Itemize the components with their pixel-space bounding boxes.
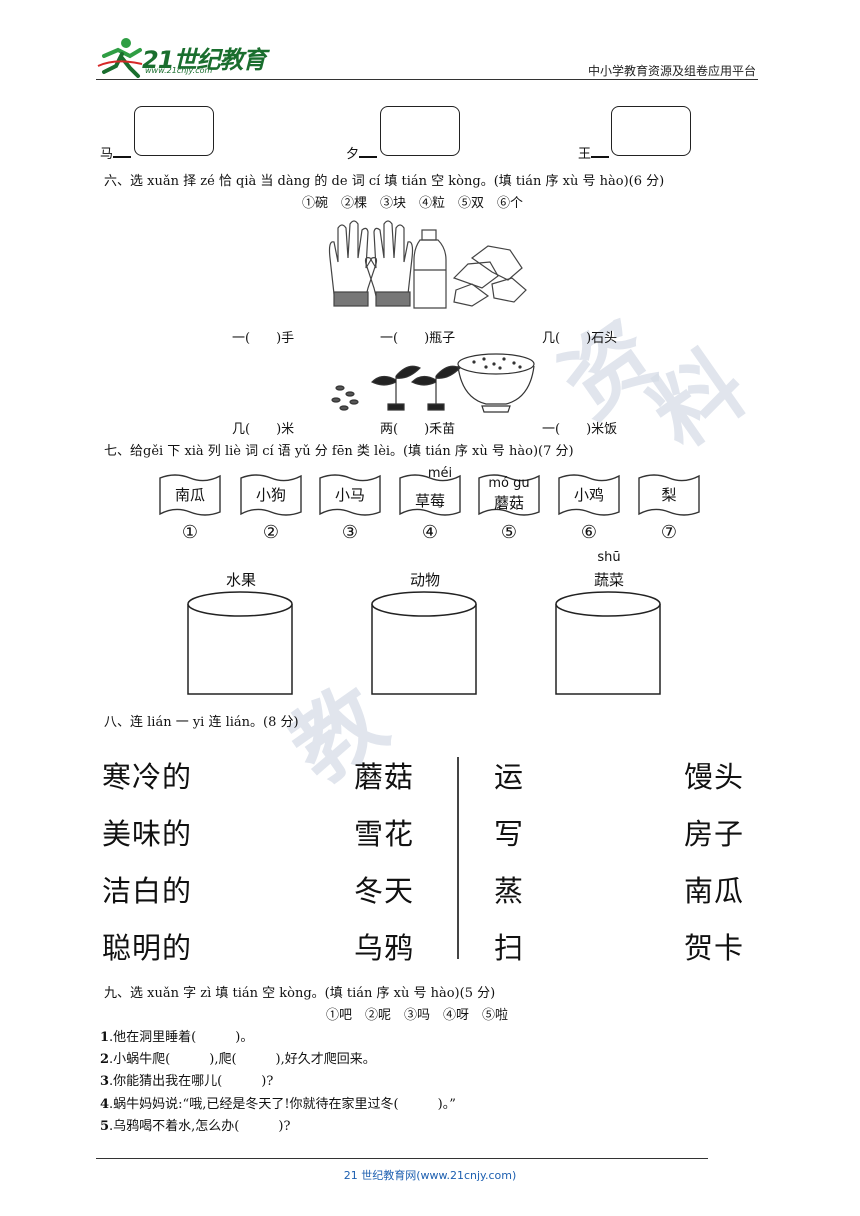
footer-divider	[96, 1158, 708, 1159]
match-right-target[interactable]: 南瓜	[684, 874, 745, 908]
measure-word-blank[interactable]: 几( )石头	[542, 331, 618, 346]
match-right-verb[interactable]: 写	[494, 817, 525, 851]
vegetable-bucket[interactable]	[554, 590, 664, 696]
question-9-options: ①吧 ②呢 ③吗 ④呀 ⑤啦	[326, 1008, 509, 1023]
bucket-title-animal: 动物	[409, 571, 440, 589]
flag-number: ③	[341, 522, 359, 543]
hands-bottle-stones-picture	[328, 220, 527, 309]
char-blank-item: 王	[578, 143, 610, 162]
match-right-target[interactable]: 贺卡	[684, 931, 745, 965]
word-flag: 南瓜	[157, 472, 223, 518]
match-left-word[interactable]: 寒冷的	[102, 760, 193, 794]
fruit-bucket[interactable]	[186, 590, 296, 696]
bucket-title-fruit: 水果	[225, 571, 256, 589]
measure-word-blank[interactable]: 一( )米饭	[542, 422, 618, 437]
question-7-title: 七、给gěi 下 xià 列 liè 词 cí 语 yǔ 分 fēn 类 lèi…	[104, 444, 574, 459]
match-left-target[interactable]: 冬天	[354, 874, 415, 908]
flag-number: ⑦	[660, 522, 678, 543]
question-6-title: 六、选 xuǎn 择 zé 恰 qià 当 dàng 的 de 词 cí 填 t…	[104, 174, 665, 189]
animal-bucket[interactable]	[370, 590, 480, 696]
sentence[interactable]: 4.蜗牛妈妈说:“哦,已经是冬天了!你就待在家里过冬( )。”	[100, 1097, 456, 1112]
word-flag: 小狗	[238, 472, 304, 518]
match-left-target[interactable]: 蘑菇	[354, 760, 415, 794]
watermark-char: 料	[632, 331, 764, 467]
word-flag: méi 草莓	[397, 466, 463, 518]
bucket-pinyin: shū	[597, 550, 621, 565]
match-left-target[interactable]: 乌鸦	[354, 931, 415, 965]
measure-word-blank[interactable]: 两( )禾苗	[380, 422, 456, 437]
sentence[interactable]: 2.小蜗牛爬( ),爬( ),好久才爬回来。	[100, 1052, 376, 1067]
match-left-word[interactable]: 聪明的	[102, 931, 193, 965]
answer-box[interactable]	[611, 106, 691, 156]
rice-seedlings-bowl-picture	[331, 353, 535, 413]
flag-number: ①	[181, 522, 199, 543]
match-right-target[interactable]: 馒头	[684, 760, 745, 794]
match-right-verb[interactable]: 蒸	[494, 874, 525, 908]
word-flag: 梨	[636, 472, 702, 518]
sentence[interactable]: 3.你能猜出我在哪儿( )?	[100, 1074, 274, 1089]
sentence[interactable]: 5.乌鸦喝不着水,怎么办( )?	[100, 1119, 291, 1134]
answer-box[interactable]	[380, 106, 460, 156]
match-left-word[interactable]: 美味的	[102, 817, 193, 851]
question-9-title: 九、选 xuǎn 字 zì 填 tián 空 kòng。(填 tián 序 xù…	[104, 986, 496, 1001]
question-8-title: 八、连 lián 一 yi 连 lián。(8 分)	[104, 715, 299, 730]
runner-logo-icon	[97, 38, 143, 78]
measure-word-blank[interactable]: 一( )瓶子	[380, 331, 456, 346]
flag-number: ⑥	[580, 522, 598, 543]
flag-number: ②	[262, 522, 280, 543]
answer-box[interactable]	[134, 106, 214, 156]
char-blank-item: 夕	[346, 143, 378, 162]
match-right-verb[interactable]: 运	[494, 760, 525, 794]
bucket-title-vegetable: 蔬菜	[593, 571, 624, 589]
footer-text[interactable]: 21 世纪教育网(www.21cnjy.com)	[343, 1169, 517, 1182]
column-divider	[457, 757, 459, 959]
flag-number: ⑤	[500, 522, 518, 543]
match-right-verb[interactable]: 扫	[494, 931, 525, 965]
logo-url: www.21cnjy.com	[145, 66, 213, 75]
word-flag: mó gu 蘑菇	[476, 472, 542, 518]
match-right-target[interactable]: 房子	[684, 817, 745, 851]
match-left-word[interactable]: 洁白的	[102, 874, 193, 908]
word-flag: 小鸡	[556, 472, 622, 518]
word-flag: 小马	[317, 472, 383, 518]
sentence[interactable]: 1.他在洞里睡着( )。	[100, 1030, 254, 1045]
char-blank-item: 马	[100, 143, 132, 162]
logo-text: 21世纪教育	[142, 46, 266, 74]
measure-word-blank[interactable]: 一( )手	[232, 331, 295, 346]
measure-word-blank[interactable]: 几( )米	[232, 422, 295, 437]
header-divider	[96, 79, 758, 80]
question-6-options: ①碗 ②棵 ③块 ④粒 ⑤双 ⑥个	[302, 196, 524, 211]
header-platform-text: 中小学教育资源及组卷应用平台	[587, 64, 756, 78]
match-left-target[interactable]: 雪花	[354, 817, 415, 851]
flag-number: ④	[421, 522, 439, 543]
